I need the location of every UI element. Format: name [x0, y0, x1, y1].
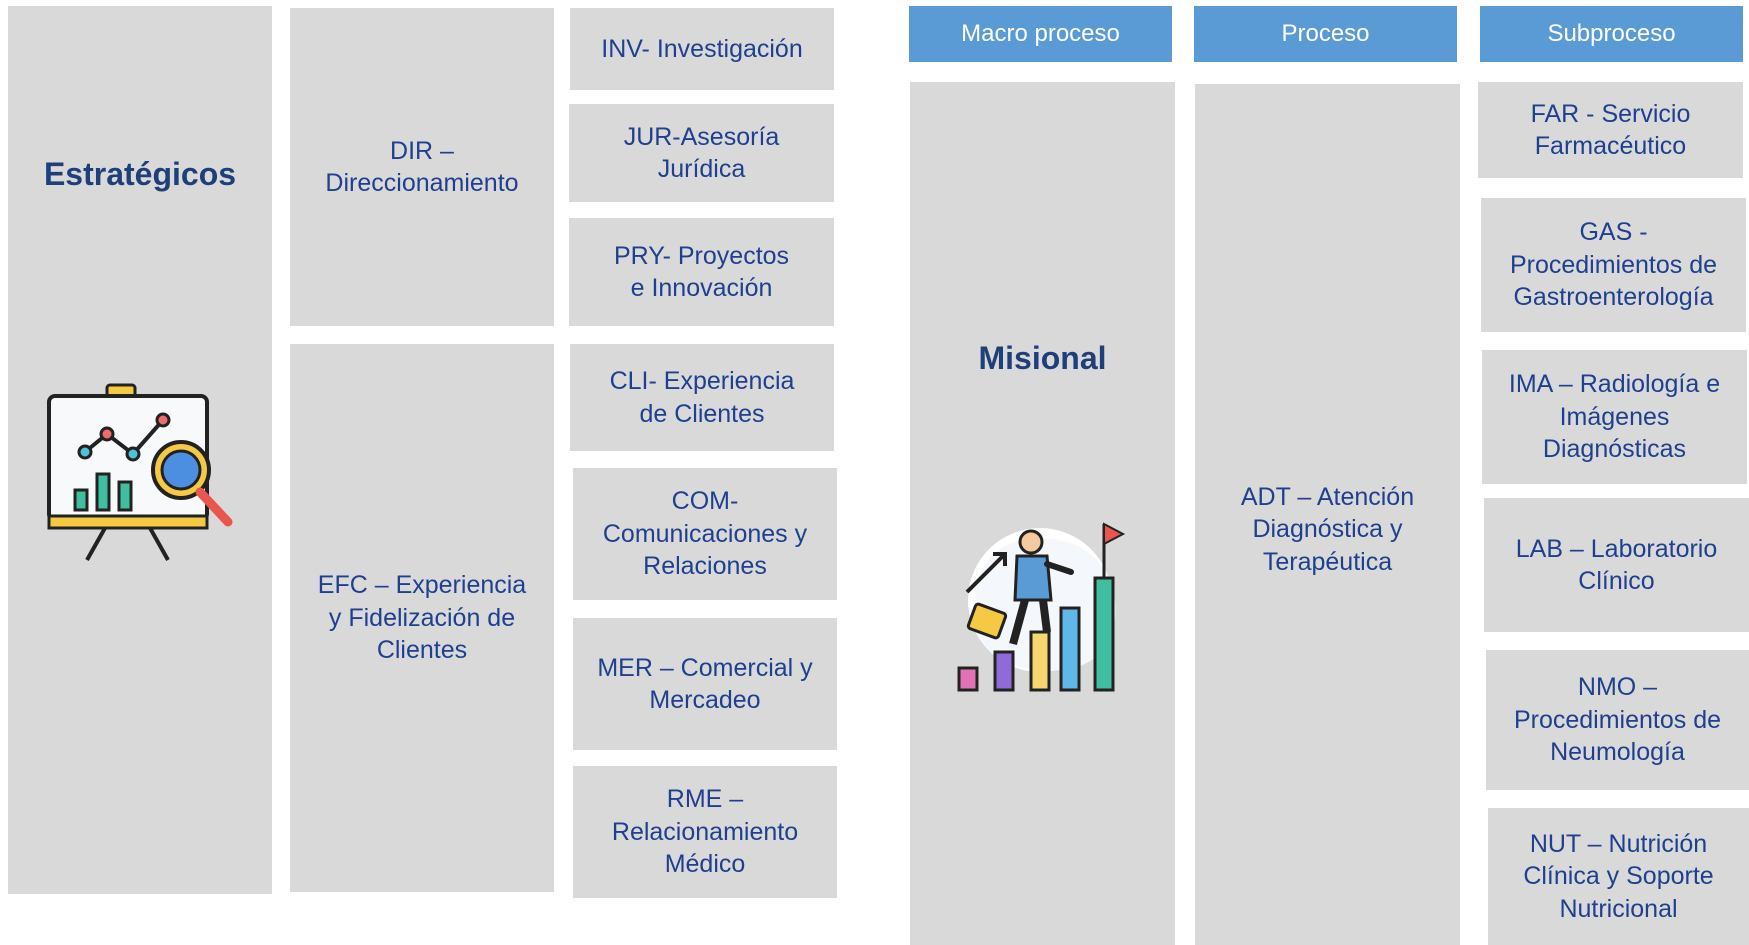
- subprocess-label: INV- Investigación: [601, 34, 803, 63]
- subprocess-label: NMO – Procedimientos de Neumología: [1513, 673, 1722, 767]
- subprocess-label: PRY- Proyectos e Innovación: [613, 241, 790, 303]
- subprocess-label: FAR - Servicio Farmacéutico: [1530, 99, 1691, 161]
- subprocess-label: IMA – Radiología e Imágenes Diagnósticas: [1508, 370, 1721, 464]
- subprocess-label: RME – Relacionamiento Médico: [611, 785, 799, 879]
- subprocess-label: NUT – Nutrición Clínica y Soporte Nutric…: [1523, 829, 1714, 923]
- header-macro-process: Macro proceso: [909, 6, 1172, 62]
- subprocess-nut: NUT – Nutrición Clínica y Soporte Nutric…: [1488, 808, 1749, 945]
- subprocess-label: COM- Comunicaciones y Relaciones: [602, 487, 808, 581]
- macro-process-missional: [910, 82, 1175, 945]
- subprocess-nmo: NMO – Procedimientos de Neumología: [1486, 650, 1749, 790]
- process-adt: ADT – Atención Diagnóstica y Terapéutica: [1195, 84, 1460, 945]
- subprocess-cli: CLI- Experiencia de Clientes: [570, 344, 834, 451]
- subprocess-gas: GAS - Procedimientos de Gastroenterologí…: [1481, 198, 1746, 332]
- process-label: ADT – Atención Diagnóstica y Terapéutica: [1240, 482, 1415, 576]
- process-label: EFC – Experiencia y Fidelización de Clie…: [317, 571, 527, 665]
- subprocess-label: LAB – Laboratorio Clínico: [1515, 534, 1718, 596]
- subprocess-rme: RME – Relacionamiento Médico: [573, 766, 837, 898]
- header-subprocess: Subproceso: [1480, 6, 1743, 62]
- process-efc: EFC – Experiencia y Fidelización de Clie…: [290, 344, 554, 892]
- process-dir: DIR – Direccionamiento: [290, 8, 554, 326]
- macro-process-title-missional: Misional: [978, 340, 1107, 376]
- process-label: DIR – Direccionamiento: [325, 136, 519, 198]
- subprocess-lab: LAB – Laboratorio Clínico: [1484, 498, 1749, 632]
- subprocess-mer: MER – Comercial y Mercadeo: [573, 618, 837, 750]
- business-growth-icon: [957, 522, 1126, 692]
- subprocess-label: JUR-Asesoría Jurídica: [623, 122, 780, 184]
- subprocess-label: CLI- Experiencia de Clientes: [609, 367, 795, 428]
- subprocess-label: GAS - Procedimientos de Gastroenterologí…: [1509, 218, 1718, 312]
- header-process: Proceso: [1194, 6, 1457, 62]
- subprocess-com: COM- Comunicaciones y Relaciones: [573, 468, 837, 600]
- subprocess-inv: INV- Investigación: [570, 8, 834, 90]
- subprocess-pry: PRY- Proyectos e Innovación: [569, 218, 834, 326]
- subprocess-jur: JUR-Asesoría Jurídica: [569, 104, 834, 202]
- subprocess-label: MER – Comercial y Mercadeo: [597, 653, 813, 715]
- presentation-analytics-icon: [47, 383, 233, 561]
- macro-process-title-strategic: Estratégicos: [43, 156, 237, 192]
- subprocess-ima: IMA – Radiología e Imágenes Diagnósticas: [1482, 350, 1747, 484]
- subprocess-far: FAR - Servicio Farmacéutico: [1478, 82, 1743, 178]
